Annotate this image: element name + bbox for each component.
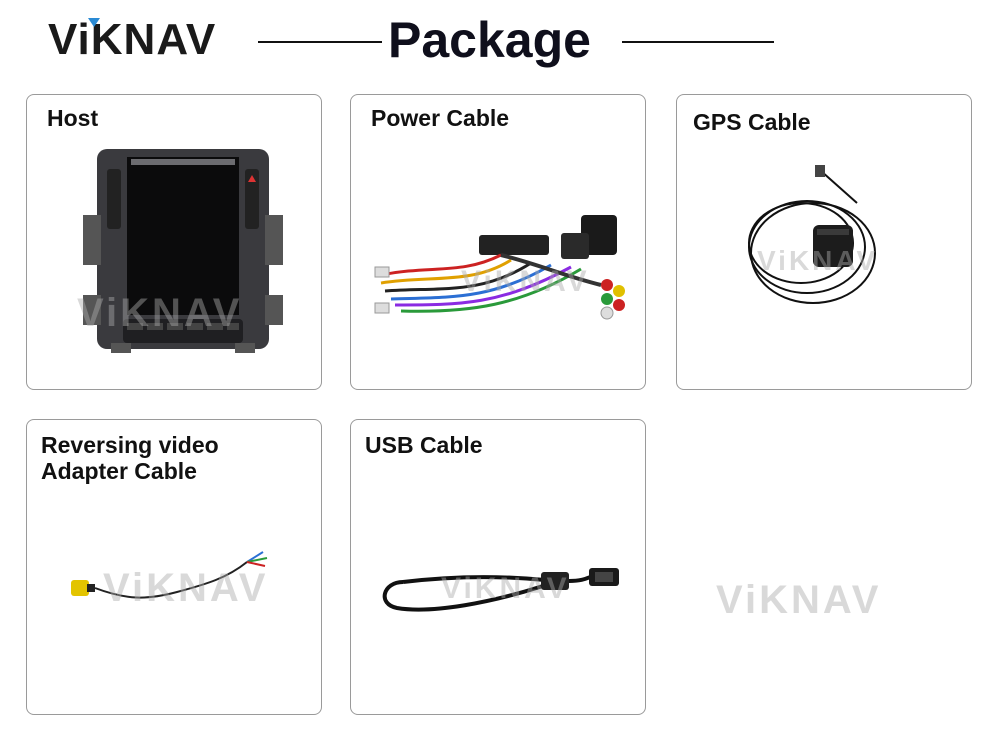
title-divider-right [622, 41, 774, 43]
page-title: Package [388, 12, 591, 68]
brand-logo: ViKNAV [48, 14, 248, 66]
package-item-usb-cable: USB Cable ViKNAV [350, 419, 646, 715]
package-item-host: Host ViKNAV [26, 94, 322, 390]
usb-cable-image [382, 568, 619, 612]
item-label: GPS Cable [693, 109, 811, 135]
rca-adapter-cable-image [71, 551, 268, 599]
logo-accent-icon [88, 18, 100, 27]
item-label: Power Cable [371, 105, 510, 131]
package-item-gps-cable: GPS Cable ViKNAV [676, 94, 972, 390]
item-label: Reversing video Adapter Cable [41, 432, 219, 484]
package-item-power-cable: Power Cable ViKNAV [350, 94, 646, 390]
watermark: ViKNAV [716, 578, 882, 622]
item-label: Host [47, 105, 99, 131]
head-unit-image [83, 149, 283, 353]
title-divider-left [258, 41, 382, 43]
wiring-harness-image [374, 215, 625, 320]
gps-antenna-image [748, 165, 876, 304]
item-label: USB Cable [365, 432, 483, 458]
package-item-reversing-adapter: Reversing video Adapter Cable ViKNAV [26, 419, 322, 715]
brand-logo-text: ViKNAV [48, 15, 217, 64]
page-title-row: Package [258, 10, 778, 70]
